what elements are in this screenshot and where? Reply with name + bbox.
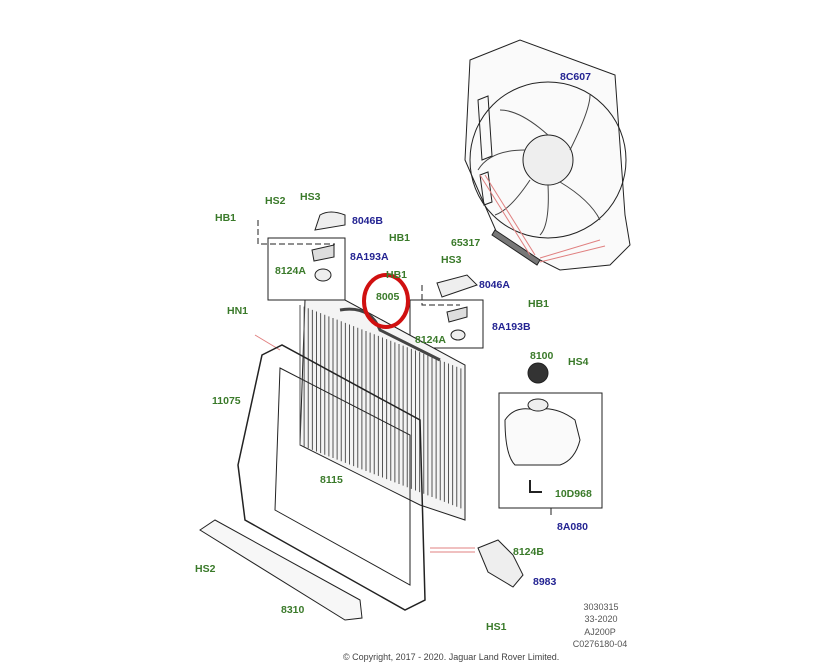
deflector-part xyxy=(199,519,363,621)
label-8005: 8005 xyxy=(376,291,400,303)
copyright: © Copyright, 2017 - 2020. Jaguar Land Ro… xyxy=(343,652,560,662)
label-hs2: HS2 xyxy=(265,195,286,207)
label-hb1: HB1 xyxy=(386,269,408,281)
leader-lines xyxy=(254,174,606,553)
label-hs2: HS2 xyxy=(195,563,216,575)
bracket-box-left xyxy=(257,211,346,312)
radiator-core xyxy=(299,299,466,521)
label-hb1: HB1 xyxy=(528,298,550,310)
ref-number: 3030315 xyxy=(583,602,619,612)
insulator-bottom-part xyxy=(477,539,524,588)
label-11075: 11075 xyxy=(212,395,241,407)
highlight-circle xyxy=(362,273,410,329)
label-hn1: HN1 xyxy=(227,305,249,317)
label-8c607: 8C607 xyxy=(560,71,591,83)
label-hs3: HS3 xyxy=(300,191,321,203)
fan-shroud xyxy=(464,39,631,271)
label-hs1: HS1 xyxy=(486,621,507,633)
label-8a193b: 8A193B xyxy=(492,321,531,333)
label-8310: 8310 xyxy=(281,604,305,616)
label-8100: 8100 xyxy=(530,350,554,362)
ref-date: 33-2020 xyxy=(584,614,618,624)
label-hs3: HS3 xyxy=(441,254,462,266)
label-hb1: HB1 xyxy=(389,232,411,244)
label-8983: 8983 xyxy=(533,576,557,588)
label-8a193a: 8A193A xyxy=(350,251,389,263)
label-8124a: 8124A xyxy=(275,265,306,277)
label-hb1: HB1 xyxy=(215,212,237,224)
bracket-box-right xyxy=(409,274,484,349)
label-8115: 8115 xyxy=(320,474,343,486)
reservoir-box xyxy=(498,362,603,515)
label-8046a: 8046A xyxy=(479,279,510,291)
radiator-frame xyxy=(237,344,426,611)
ref-engine: AJ200P xyxy=(584,627,616,637)
label-10d968: 10D968 xyxy=(555,488,592,500)
label-hs4: HS4 xyxy=(568,356,589,368)
label-65317: 65317 xyxy=(451,237,481,249)
label-8046b: 8046B xyxy=(352,215,383,227)
label-8124b: 8124B xyxy=(513,546,544,558)
label-8124a: 8124A xyxy=(415,334,446,346)
ref-illustration: C0276180-04 xyxy=(572,639,628,649)
label-8a080: 8A080 xyxy=(557,521,588,533)
seal-strip xyxy=(491,229,541,266)
